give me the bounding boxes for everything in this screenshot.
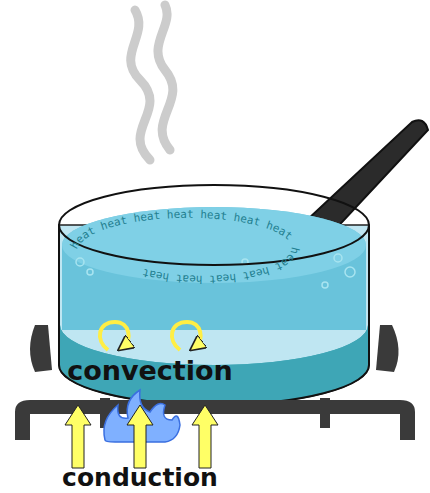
pot-outline [59,225,369,405]
grate-leg [376,325,399,372]
water [62,207,366,330]
heat-spiral-text: heat heat heat heat heat heat heat heat … [68,208,302,286]
conduction-label: conduction [62,465,218,490]
heat-spiral: heat heat heat heat heat heat heat heat … [68,208,302,286]
grate-leg [30,325,52,372]
steam [131,5,173,160]
conduction-arrows [65,405,218,468]
convection-label: convection [67,357,233,384]
convection-curl [100,322,201,350]
